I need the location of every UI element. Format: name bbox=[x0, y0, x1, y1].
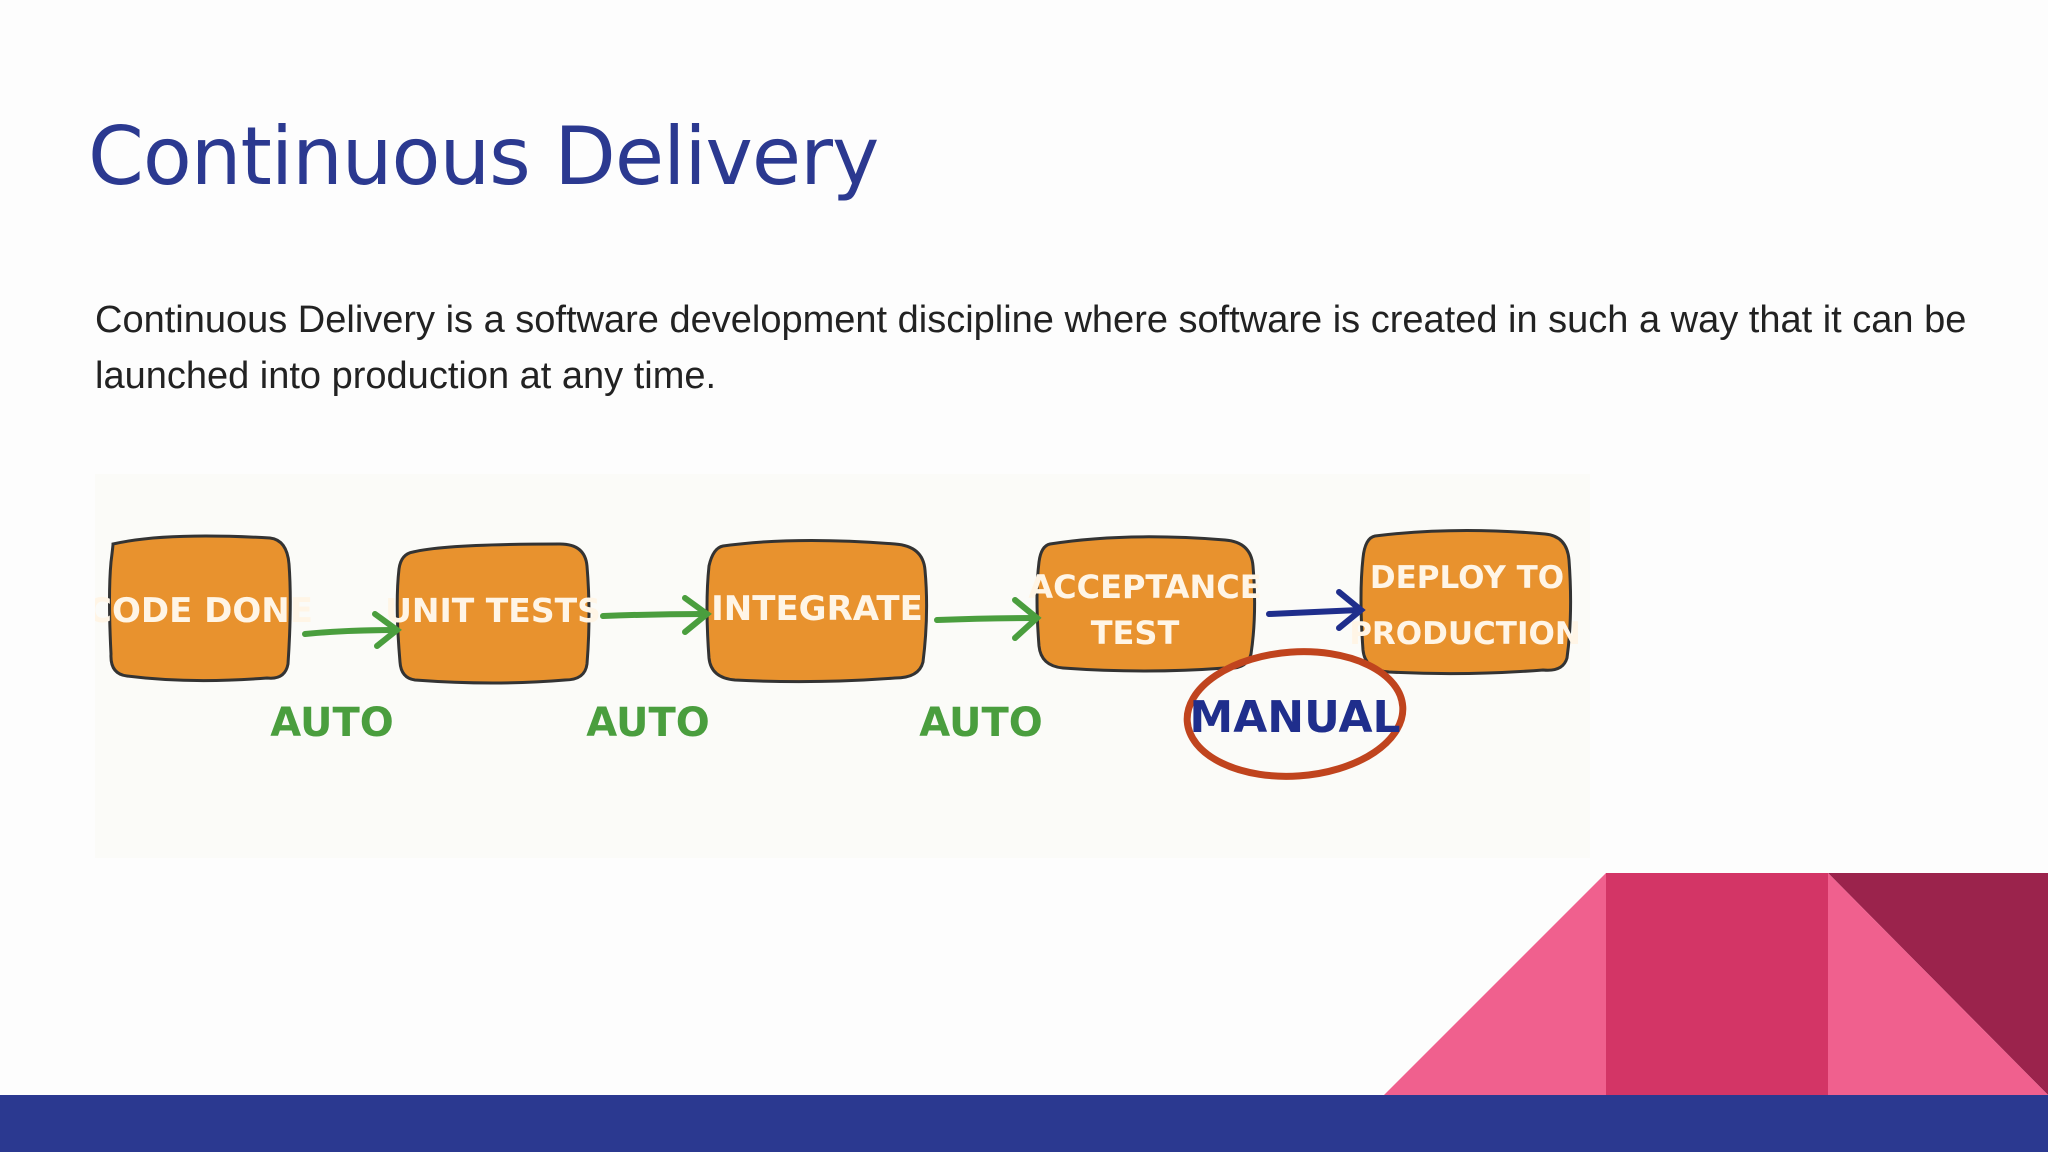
step-acceptance-test: ACCEPTANCE TEST bbox=[1028, 535, 1262, 673]
deco-triangle-left bbox=[1384, 873, 1606, 1095]
transition-label-auto: AUTO bbox=[270, 700, 394, 746]
auto-arrow-2 bbox=[600, 595, 712, 635]
step-deploy-to-production: DEPLOY TO PRODUCTION bbox=[1349, 528, 1581, 676]
step-label-line1: DEPLOY TO bbox=[1370, 560, 1564, 596]
deco-triangle-right bbox=[1828, 873, 2048, 1095]
deco-square bbox=[1606, 873, 1828, 1095]
step-label-line2: TEST bbox=[1091, 614, 1180, 652]
transition-label-auto: AUTO bbox=[586, 700, 710, 746]
step-label-line1: ACCEPTANCE bbox=[1028, 568, 1261, 606]
step-code-done: CODE DONE bbox=[95, 534, 313, 683]
auto-arrow-3 bbox=[934, 597, 1042, 641]
pipeline-diagram: CODE DONE UNIT TESTS INTEGRATE ACCEPTANC… bbox=[95, 474, 1590, 858]
step-unit-tests: UNIT TESTS bbox=[385, 542, 601, 685]
transition-label-manual: MANUAL bbox=[1189, 692, 1400, 743]
manual-arrow bbox=[1266, 589, 1366, 631]
manual-circle bbox=[1183, 648, 1407, 780]
footer-bar bbox=[0, 1095, 2048, 1152]
step-label-line2: PRODUCTION bbox=[1349, 616, 1581, 652]
slide-body-text: Continuous Delivery is a software develo… bbox=[95, 299, 1967, 397]
slide-title: Continuous Delivery bbox=[88, 110, 879, 203]
pipeline-diagram-drawing: CODE DONE UNIT TESTS INTEGRATE ACCEPTANC… bbox=[95, 528, 1581, 780]
step-integrate: INTEGRATE bbox=[705, 538, 929, 684]
transition-label-auto: AUTO bbox=[919, 700, 1043, 746]
auto-arrow-1 bbox=[302, 611, 402, 649]
step-label: UNIT TESTS bbox=[385, 591, 601, 630]
step-label: INTEGRATE bbox=[711, 589, 923, 629]
step-label: CODE DONE bbox=[95, 591, 313, 631]
